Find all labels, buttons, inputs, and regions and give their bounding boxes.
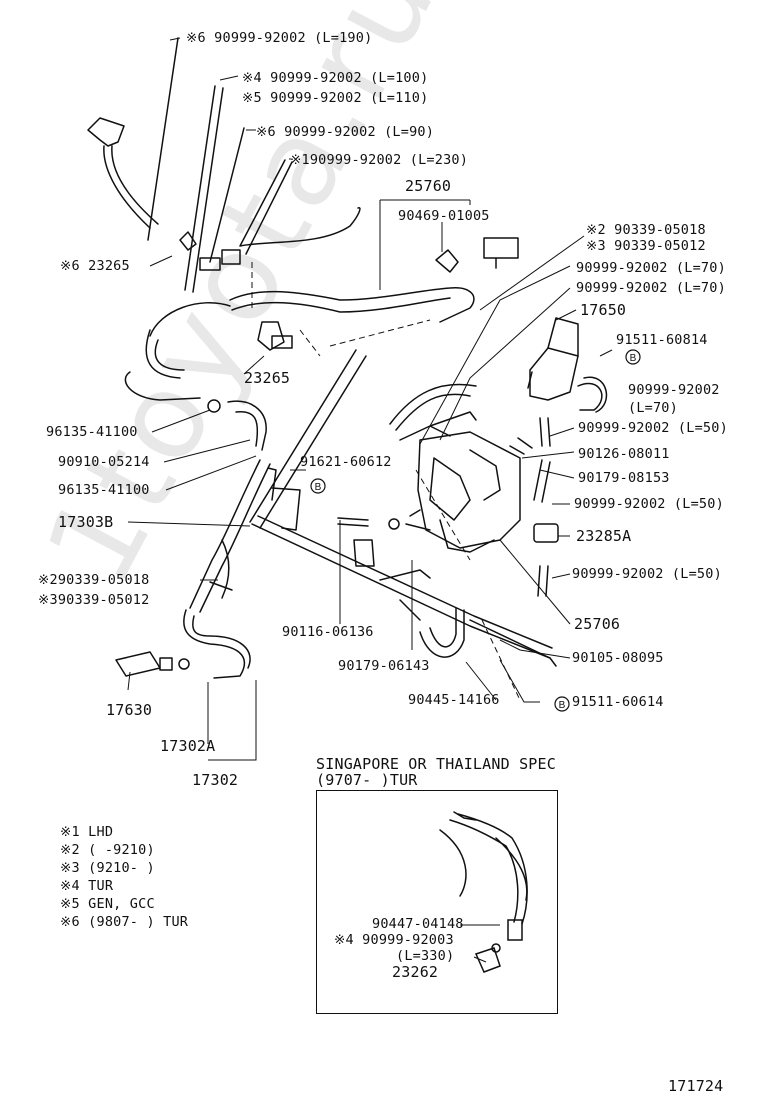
legend-item: ※5 GEN, GCC xyxy=(60,896,155,912)
hose-loop-left xyxy=(145,329,185,379)
label-90445: 90445-14166 xyxy=(408,692,500,708)
hose-17650 xyxy=(389,383,477,431)
label-90339-05012: ※3 90339-05012 xyxy=(586,238,706,254)
label-hose-50a: 90999-92002 (L=50) xyxy=(578,420,728,436)
label-90339-05018: ※2 90339-05018 xyxy=(586,222,706,238)
label-17302: 17302 xyxy=(192,771,239,789)
hose-top-left xyxy=(103,145,151,229)
hose-230 xyxy=(239,159,361,247)
component-17650 xyxy=(529,347,579,401)
label-17302A: 17302A xyxy=(160,737,216,755)
label-top-230: ※190999-92002 (L=230) xyxy=(290,152,469,168)
hose-17302 xyxy=(183,609,245,679)
legend-item: ※3 (9210- ) xyxy=(60,860,155,876)
label-25760: 25760 xyxy=(405,177,452,195)
inset-label-90999-92003: ※4 90999-92003 xyxy=(334,932,454,948)
label-top-90: ※6 90999-92002 (L=90) xyxy=(256,124,435,140)
label-17303B: 17303B xyxy=(58,513,114,531)
hose-25760 xyxy=(229,287,475,323)
b-mark-2 xyxy=(310,478,326,494)
label-96135-b: 96135-41100 xyxy=(58,482,150,498)
label-23265-a: ※6 23265 xyxy=(60,258,130,274)
vsv-assembly-25706 xyxy=(417,431,521,549)
legend-item: ※1 LHD xyxy=(60,824,114,840)
label-90126: 90126-08011 xyxy=(578,446,670,462)
clamp-96135 xyxy=(207,399,221,413)
label-90469: 90469-01005 xyxy=(398,208,490,224)
label-top-100: ※4 90999-92002 (L=100) xyxy=(242,70,429,86)
label-90105: 90105-08095 xyxy=(572,650,664,666)
label-hose-50b: 90999-92002 (L=50) xyxy=(574,496,724,512)
label-17650: 17650 xyxy=(580,301,627,319)
label-91511-60614: 91511-60614 xyxy=(572,694,664,710)
b-mark-1-label: B xyxy=(630,353,637,364)
label-96135-a: 96135-41100 xyxy=(46,424,138,440)
inset-label-l330: (L=330) xyxy=(396,948,455,964)
inset-label-90447: 90447-04148 xyxy=(372,916,464,932)
inset-frame xyxy=(316,790,558,1014)
b-mark-2-label: B xyxy=(315,482,322,493)
b-mark-3 xyxy=(554,696,570,712)
inset-sensor-23262 xyxy=(474,947,501,973)
label-91511-60814: 91511-60814 xyxy=(616,332,708,348)
inset-hose xyxy=(449,819,519,923)
inset-subtitle: (9707- )TUR xyxy=(316,771,418,789)
label-90179-06143: 90179-06143 xyxy=(338,658,430,674)
label-top-110: ※5 90999-92002 (L=110) xyxy=(242,90,429,106)
filter-17630 xyxy=(115,651,161,677)
label-clip-05018: ※290339-05018 xyxy=(38,572,150,588)
label-23265-b: 23265 xyxy=(244,369,291,387)
b-mark-1 xyxy=(625,349,641,365)
legend-item: ※2 ( -9210) xyxy=(60,842,155,858)
hose-90445 xyxy=(419,609,465,658)
label-hose-70b: 90999-92002 (L=70) xyxy=(576,280,726,296)
label-90910: 90910-05214 xyxy=(58,454,150,470)
label-17630: 17630 xyxy=(106,701,153,719)
inset-title: SINGAPORE OR THAILAND SPEC xyxy=(316,755,556,773)
label-90116: 90116-06136 xyxy=(282,624,374,640)
label-clip-05012: ※390339-05012 xyxy=(38,592,150,608)
label-91621: 91621-60612 xyxy=(300,454,392,470)
hose-100-110 xyxy=(184,85,224,293)
label-25706: 25706 xyxy=(574,615,621,633)
figure-number: 171724 xyxy=(668,1077,724,1095)
label-hose-50c: 90999-92002 (L=50) xyxy=(572,566,722,582)
b-mark-3-label: B xyxy=(559,700,566,711)
inset-label-23262: 23262 xyxy=(392,963,439,981)
label-hose-70a: 90999-92002 (L=70) xyxy=(576,260,726,276)
legend: ※1 LHD ※2 ( -9210) ※3 (9210- ) ※4 TUR ※5… xyxy=(60,824,188,930)
label-23285A: 23285A xyxy=(576,527,632,545)
legend-item: ※4 TUR xyxy=(60,878,114,894)
label-hose-70c: 90999-92002 xyxy=(628,382,720,398)
label-90179-08153: 90179-08153 xyxy=(578,470,670,486)
label-hose-70c-length: (L=70) xyxy=(628,400,678,416)
bracket-top-left xyxy=(87,117,125,147)
label-top-190: ※6 90999-92002 (L=190) xyxy=(186,30,373,46)
legend-item: ※6 (9807- ) TUR xyxy=(60,914,189,930)
sensor-23265 xyxy=(257,321,285,351)
valve-23285A xyxy=(533,523,559,543)
tube-17303B xyxy=(249,349,367,529)
